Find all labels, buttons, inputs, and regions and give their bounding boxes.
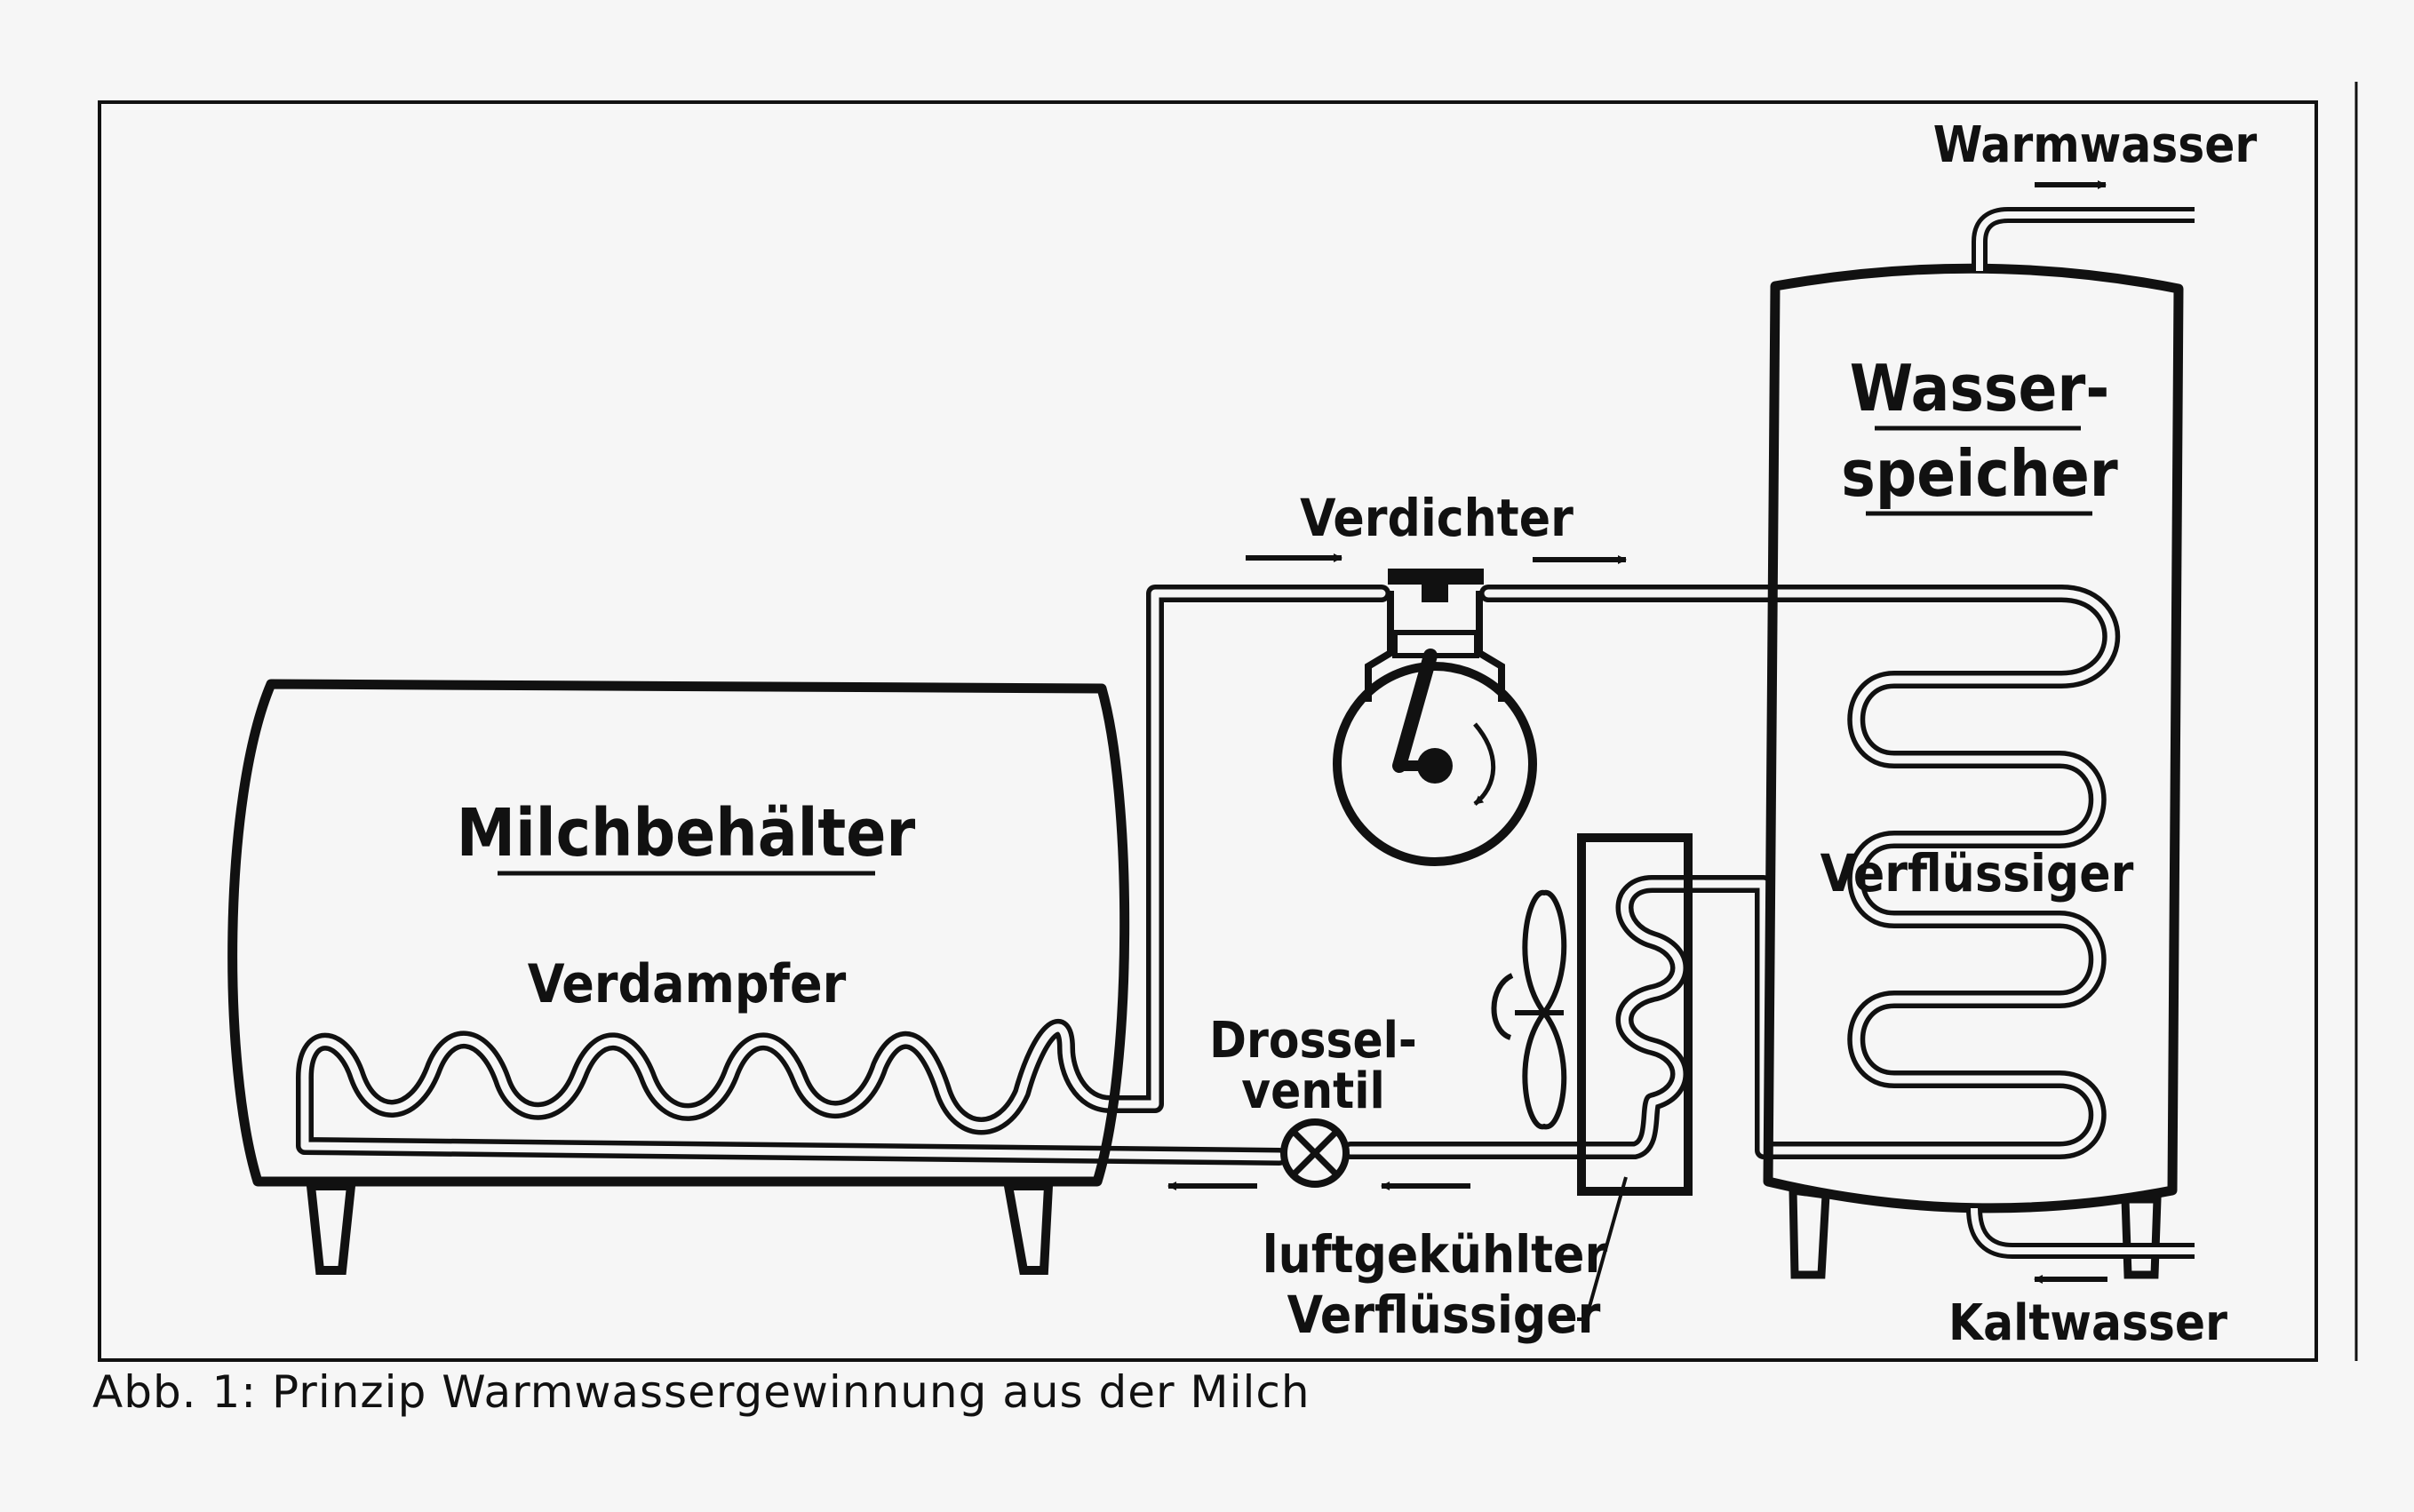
diagram-frame [98, 100, 2318, 1362]
condenser-label: Verflüssiger [1820, 843, 2134, 903]
hot-water-label: Warmwasser [1933, 116, 2258, 174]
air-cooled-label-line2: Verflüssiger [1287, 1285, 1601, 1345]
tank-leg-right [2121, 1195, 2162, 1279]
throttle-valve-label-line2: ventil [1241, 1062, 1385, 1120]
evaporator-label: Verdampfer [528, 953, 847, 1015]
milk-container-leg-left [306, 1182, 356, 1275]
cold-water-pipe [1966, 1207, 2195, 1259]
figure-caption: Abb. 1: Prinzip Warmwassergewinnung aus … [92, 1366, 1311, 1418]
tank-leg-left [1789, 1185, 1830, 1279]
air-cooled-condenser [1491, 833, 1693, 1196]
water-storage-tank [1763, 207, 2195, 1279]
hot-water-pipe [1972, 207, 2195, 271]
compressor [1333, 569, 1537, 866]
cold-water-label: Kaltwasser [1948, 1294, 2227, 1352]
flow-arrows [1167, 180, 2107, 1284]
throttle-valve-label-line1: Drossel- [1209, 1012, 1417, 1070]
air-cooled-label-line1: luftgekühlter [1263, 1224, 1608, 1285]
labels: Milchbehälter Verdampfer Verdichter Dros… [457, 116, 2258, 1352]
fan-icon [1491, 889, 1567, 1130]
water-storage-label-line2: speicher [1841, 436, 2118, 511]
water-storage-label-line1: Wasser- [1850, 351, 2110, 426]
milk-container-leg-right [1003, 1182, 1054, 1275]
milk-container [227, 679, 1130, 1275]
milk-container-label: Milchbehälter [457, 795, 916, 871]
compressor-label: Verdichter [1300, 488, 1573, 548]
refrigerant-circuit [295, 585, 2121, 1166]
throttle-valve [1280, 1118, 1350, 1188]
air-condenser-leader [1577, 1176, 1628, 1321]
